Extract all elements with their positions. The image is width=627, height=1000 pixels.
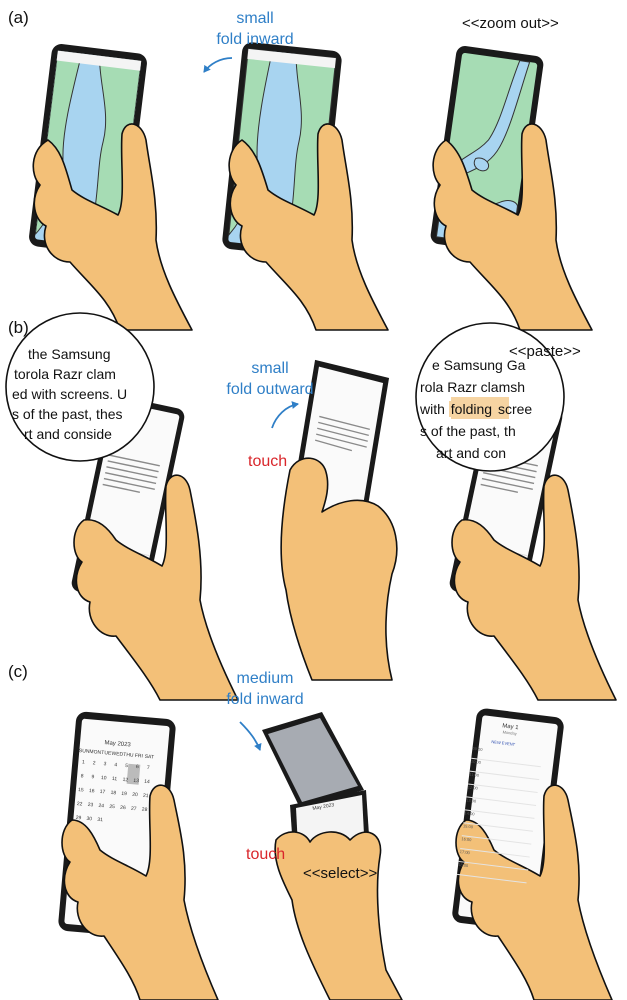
gesture-size-c: medium — [200, 668, 330, 689]
gesture-direction-a: fold inward — [190, 29, 320, 50]
calendar-date[interactable]: 27 — [128, 805, 139, 812]
calendar-date[interactable]: 23 — [85, 802, 96, 809]
calendar-date[interactable]: 25 — [106, 804, 117, 811]
calendar-weekday: TUE — [101, 750, 112, 757]
gesture-size-a: small — [190, 8, 320, 29]
touch-label-b: touch — [248, 453, 287, 471]
calendar-date[interactable]: 17 — [97, 789, 108, 796]
fold-arrow-a — [204, 58, 232, 72]
fold-arrow-c — [240, 722, 260, 750]
mag-left-line-5: rt and conside — [12, 424, 150, 444]
mag-right-line-2: rola Razr clamsh — [420, 376, 560, 398]
calendar-weekday: WED — [111, 751, 123, 758]
panel-label-a: (a) — [8, 8, 29, 28]
calendar-date[interactable]: 26 — [117, 805, 128, 812]
gesture-label-a: small fold inward — [190, 8, 320, 50]
calendar-weekday: THU — [123, 752, 134, 759]
calendar-weekday: SAT — [144, 754, 155, 761]
calendar-date[interactable]: 5 — [121, 763, 132, 770]
calendar-date[interactable]: 11 — [109, 776, 120, 783]
calendar-date[interactable]: 12 — [120, 777, 131, 784]
mag-right-line-5: art and con — [420, 442, 560, 464]
mag-left-line-1: the Samsung — [12, 344, 150, 364]
calendar-date[interactable]: 16 — [86, 788, 97, 795]
mag-left-line-3: ed with screens. U — [12, 384, 150, 404]
calendar-date[interactable]: 31 — [94, 817, 105, 824]
gesture-label-c: medium fold inward — [200, 668, 330, 710]
calendar-date[interactable]: 29 — [73, 815, 84, 822]
mag-right-line-4: s of the past, th — [420, 420, 560, 442]
calendar-date[interactable]: 28 — [139, 806, 150, 813]
hand-c2 — [275, 832, 402, 1000]
calendar-date[interactable]: 30 — [84, 816, 95, 823]
calendar-date[interactable]: 7 — [143, 765, 154, 772]
calendar-date[interactable]: 22 — [74, 801, 85, 808]
mag-left-line-4: s of the past, thes — [12, 404, 150, 424]
calendar-date[interactable]: 2 — [88, 760, 99, 767]
calendar-date[interactable]: 10 — [98, 775, 109, 782]
mag-left-line-2: torola Razr clam — [12, 364, 150, 384]
calendar-date[interactable]: 24 — [96, 803, 107, 810]
mag-right-scree: scree — [494, 401, 532, 417]
calendar-date[interactable]: 19 — [118, 791, 129, 798]
touch-label-c: touch — [246, 846, 285, 864]
magnifier-right-text: e Samsung Ga rola Razr clamsh with foldi… — [420, 354, 560, 464]
calendar-date[interactable]: 1 — [78, 759, 89, 766]
calendar-date[interactable]: 13 — [131, 778, 142, 785]
gesture-size-b: small — [205, 358, 335, 379]
calendar-weekday: MON — [89, 749, 101, 756]
fold-arrow-b — [272, 404, 298, 428]
mag-right-folding: folding — [449, 401, 494, 417]
calendar-date[interactable]: 9 — [87, 774, 98, 781]
calendar-weekday: FRI — [133, 753, 144, 760]
mag-right-line-3: with folding scree — [420, 398, 560, 420]
mag-right-with: with — [420, 401, 449, 417]
calendar-date[interactable]: 15 — [75, 787, 86, 794]
action-label-c: <<select>> — [303, 865, 377, 882]
calendar-date[interactable]: 21 — [140, 792, 151, 799]
magnifier-left-text: the Samsung torola Razr clam ed with scr… — [12, 344, 150, 454]
calendar-date[interactable]: 3 — [99, 761, 110, 768]
gesture-direction-b: fold outward — [205, 379, 335, 400]
gesture-direction-c: fold inward — [200, 689, 330, 710]
panel-label-c: (c) — [8, 662, 28, 682]
calendar-weekday: SUN — [79, 748, 90, 755]
calendar-date[interactable]: 8 — [76, 773, 87, 780]
calendar-date[interactable]: 14 — [141, 779, 152, 786]
calendar-date[interactable]: 4 — [110, 762, 121, 769]
mag-right-line-1: e Samsung Ga — [420, 354, 560, 376]
panel-label-b: (b) — [8, 318, 29, 338]
calendar-date[interactable]: 6 — [132, 764, 143, 771]
calendar-date[interactable]: 20 — [129, 792, 140, 799]
action-label-a: <<zoom out>> — [462, 15, 559, 32]
calendar-date[interactable]: 18 — [108, 790, 119, 797]
gesture-label-b: small fold outward — [205, 358, 335, 400]
